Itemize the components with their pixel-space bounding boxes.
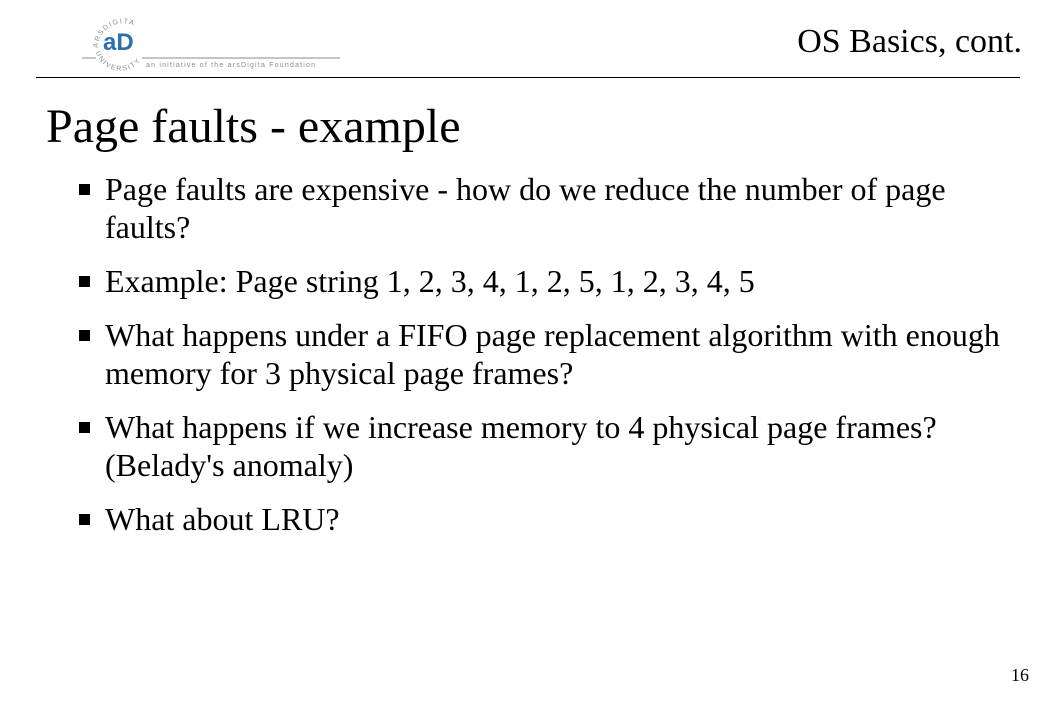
- square-bullet-icon: [79, 514, 90, 525]
- bullet-item: Example: Page string 1, 2, 3, 4, 1, 2, 5…: [76, 262, 1016, 300]
- bullet-text: What about LRU?: [105, 501, 340, 537]
- square-bullet-icon: [79, 330, 90, 341]
- square-bullet-icon: [79, 184, 90, 195]
- page-number: 16: [1011, 665, 1029, 685]
- slide-title: Page faults - example: [46, 100, 461, 153]
- bullet-text: What happens if we increase memory to 4 …: [105, 409, 937, 483]
- bullet-item: Page faults are expensive - how do we re…: [76, 170, 1016, 246]
- bullet-item: What happens under a FIFO page replaceme…: [76, 316, 1016, 392]
- bullet-text: What happens under a FIFO page replaceme…: [105, 317, 1000, 391]
- bullet-text: Example: Page string 1, 2, 3, 4, 1, 2, 5…: [105, 263, 755, 299]
- bullet-list: Page faults are expensive - how do we re…: [76, 170, 1016, 554]
- square-bullet-icon: [79, 422, 90, 433]
- header-divider: [36, 77, 1020, 78]
- bullet-item: What about LRU?: [76, 500, 1016, 538]
- logo-mark: aD: [103, 29, 134, 56]
- bullet-item: What happens if we increase memory to 4 …: [76, 408, 1016, 484]
- square-bullet-icon: [79, 276, 90, 287]
- logo-tagline: an initiative of the arsDigita Foundatio…: [146, 62, 316, 69]
- header-title: OS Basics, cont.: [797, 23, 1022, 60]
- logo: ARSDIGITA UNIVERSITY aD an initiative of…: [82, 6, 352, 72]
- arsdigita-university-logo: ARSDIGITA UNIVERSITY aD an initiative of…: [82, 18, 340, 72]
- bullet-text: Page faults are expensive - how do we re…: [105, 171, 946, 245]
